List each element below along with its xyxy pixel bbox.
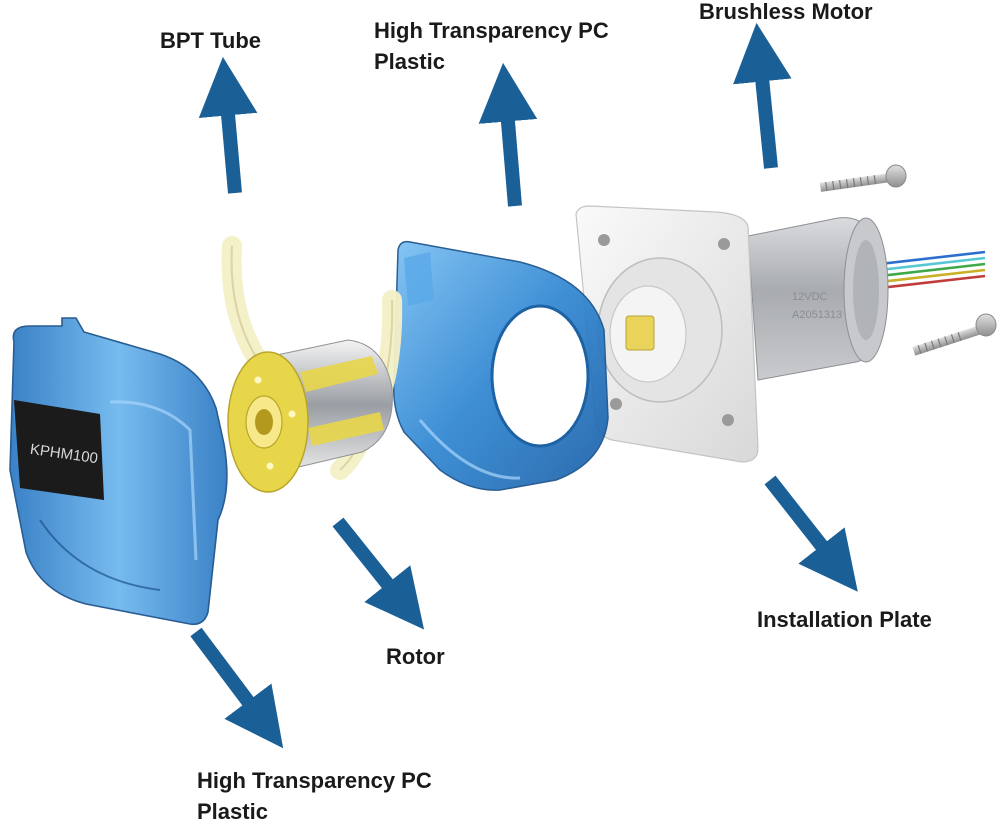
brushless-motor: 12VDC A2051313 (747, 217, 889, 381)
arrow-rotor (332, 517, 425, 630)
arrows (190, 22, 858, 749)
label-pc-plastic-top-line-2: Plastic (374, 49, 445, 74)
arrow-brushless-motor (733, 22, 792, 169)
rotor (227, 339, 393, 493)
label-pc-plastic-bottom-line-2: Plastic (197, 799, 268, 824)
label-pc-plastic-top-line-1: High Transparency PC (374, 18, 609, 43)
motor-wires (879, 250, 986, 290)
label-rotor: Rotor (386, 644, 445, 669)
screw-bottom (912, 313, 997, 356)
label-bpt-tube: BPT Tube (160, 28, 262, 53)
label-pc-plastic-top: High Transparency PC Plastic (374, 15, 609, 77)
motor-voltage-mark: 12VDC (792, 291, 828, 303)
arrow-pc-plastic-bottom (190, 627, 284, 749)
installation-plate (575, 205, 759, 463)
arrow-pc-plastic-top (478, 62, 538, 207)
label-pc-plastic-bottom: High Transparency PC Plastic (197, 765, 432, 827)
pc-plastic-housing-rear (392, 240, 609, 491)
label-pc-plastic-bottom-line-1: High Transparency PC (197, 768, 432, 793)
motor-serial-mark: A2051313 (792, 309, 842, 321)
label-installation-plate: Installation Plate (757, 607, 932, 632)
arrow-installation-plate (764, 475, 858, 592)
pc-plastic-cover-front: KPHM100 (9, 317, 228, 626)
screw-top (819, 164, 907, 192)
label-brushless-motor: Brushless Motor (699, 0, 873, 24)
arrow-bpt-tube (198, 56, 258, 194)
